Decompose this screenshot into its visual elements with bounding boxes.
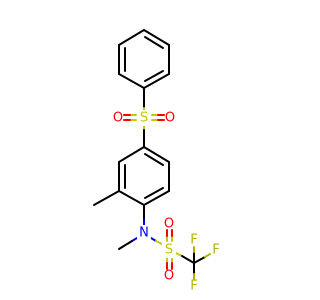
benzene-ring-middle	[118, 146, 170, 206]
label-bg	[162, 242, 176, 258]
double-bond-inner	[144, 153, 164, 166]
bond	[143, 73, 170, 89]
methyl-bond	[118, 240, 133, 250]
bond	[118, 29, 145, 46]
oxygen-atom-top-left: O	[113, 111, 123, 126]
oxygen-atom-bottom-lower: O	[164, 269, 174, 284]
sulfur-atom-bottom: S	[165, 243, 173, 258]
bond	[118, 146, 145, 163]
bond	[155, 240, 163, 245]
bond	[118, 190, 145, 206]
sulfonyl-bottom-double-bonds	[166, 229, 173, 270]
oxygen-atom-top-right: O	[165, 111, 175, 126]
atom-labels: S O O N S O O F F F	[113, 110, 220, 294]
phenyl-ring-top	[118, 29, 170, 89]
double-bond-inner	[144, 187, 164, 199]
methyl-bond	[93, 190, 120, 206]
bond	[143, 190, 170, 206]
label-bg	[137, 110, 151, 126]
double-bond-inner	[144, 70, 164, 82]
sulfonyl-top-double-bonds	[123, 114, 165, 121]
bond	[143, 29, 170, 46]
fluorine-atom-right: F	[212, 243, 219, 258]
bond	[204, 253, 211, 258]
fluorine-atom-bottom: F	[190, 279, 197, 294]
double-bond-inner	[144, 36, 164, 49]
nitrogen-atom: N	[139, 226, 149, 241]
bond	[143, 146, 170, 163]
bond	[181, 255, 195, 264]
molecule-structure-diagram: S O O N S O O F F F	[93, 29, 220, 294]
bond	[193, 256, 206, 264]
label-bg	[137, 225, 151, 241]
oxygen-atom-bottom-upper: O	[164, 217, 174, 232]
sulfur-atom-top: S	[140, 111, 148, 126]
bond	[175, 252, 183, 257]
fluorine-atom-top: F	[190, 233, 197, 248]
bond	[118, 73, 145, 89]
